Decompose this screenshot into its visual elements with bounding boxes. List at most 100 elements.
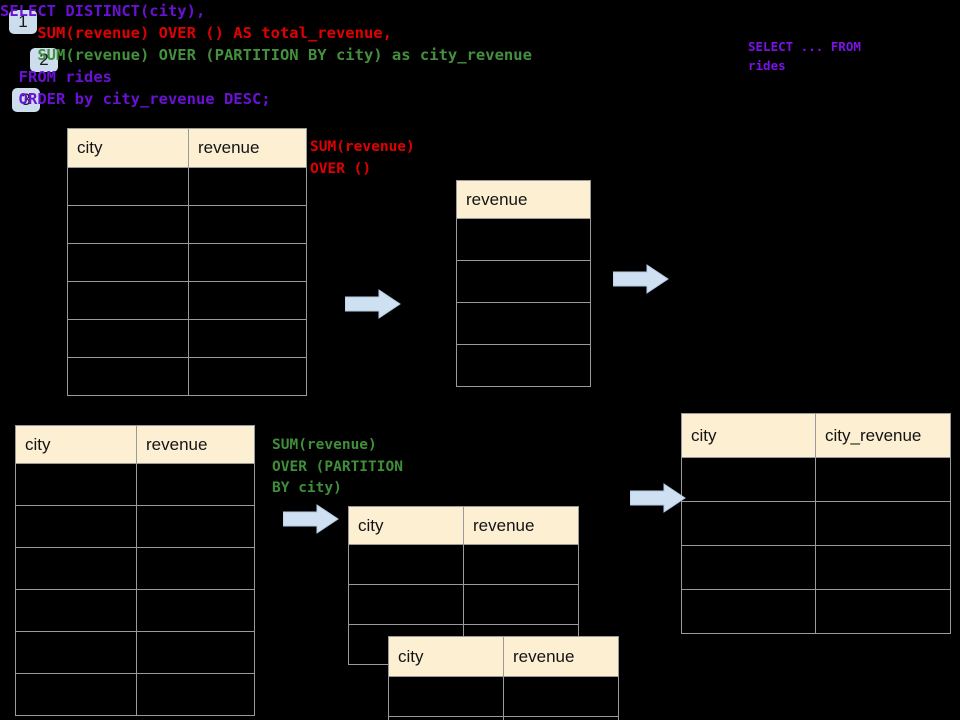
sql-line-3: SUM(revenue) OVER (PARTITION BY city) as… — [0, 46, 532, 64]
cell-city — [67, 167, 189, 206]
column-header-city-revenue: city_revenue — [815, 413, 951, 458]
step-badge-2: 2 — [30, 48, 58, 72]
sql-line-4: FROM rides — [0, 68, 112, 86]
sql-line-5: ORDER by city_revenue DESC; — [0, 90, 271, 108]
cell-revenue — [463, 584, 579, 625]
cell-city — [681, 589, 816, 634]
table-row — [15, 505, 255, 548]
column-header-city: city — [15, 425, 137, 464]
cell-city — [15, 631, 137, 674]
cell-revenue — [188, 281, 307, 320]
sql-note-label: SELECT ... FROM rides — [748, 39, 861, 73]
result-table: city city_revenue — [681, 413, 951, 634]
cell-revenue — [188, 319, 307, 358]
table-row — [681, 501, 951, 546]
total-revenue-table: revenue — [456, 180, 591, 387]
rides-source-table: city revenue — [67, 128, 307, 396]
cell-revenue — [456, 344, 591, 387]
table-row — [15, 589, 255, 632]
cell-city — [681, 501, 816, 546]
cell-city — [67, 357, 189, 396]
table-row — [456, 302, 591, 345]
table-row — [67, 357, 307, 396]
sql-line-1: SELECT DISTINCT(city), — [0, 2, 206, 20]
cell-city-revenue — [815, 589, 951, 634]
cell-city — [681, 457, 816, 502]
cell-revenue — [503, 716, 619, 720]
table-row — [15, 631, 255, 674]
table-row — [348, 584, 579, 625]
table-row — [15, 673, 255, 716]
table-row — [681, 545, 951, 590]
cell-revenue — [188, 205, 307, 244]
cell-city — [388, 676, 504, 717]
sql-statement: SELECT DISTINCT(city), SUM(revenue) OVER… — [0, 0, 960, 110]
cell-city-revenue — [815, 457, 951, 502]
cell-revenue — [136, 631, 255, 674]
table-row — [456, 260, 591, 303]
table-header-row: city city_revenue — [681, 413, 951, 458]
table-row — [15, 547, 255, 590]
cell-revenue — [456, 260, 591, 303]
table-row — [388, 716, 619, 720]
column-header-revenue: revenue — [503, 636, 619, 677]
column-header-revenue: revenue — [188, 128, 307, 168]
cell-revenue — [188, 357, 307, 396]
annotation-city-revenue: SUM(revenue) OVER (PARTITION BY city) — [272, 437, 403, 496]
cell-city — [348, 584, 464, 625]
arrow-total-to-result-icon — [613, 264, 669, 294]
cell-city-revenue — [815, 545, 951, 590]
table-row — [456, 344, 591, 387]
cell-city-revenue — [815, 501, 951, 546]
table-row — [67, 167, 307, 206]
cell-revenue — [456, 302, 591, 345]
table-header-row: city revenue — [67, 128, 307, 168]
column-header-city: city — [67, 128, 189, 168]
cell-revenue — [456, 218, 591, 261]
cell-city — [15, 505, 137, 548]
arrow-partition-to-result-icon — [630, 483, 686, 513]
arrow-source-to-partition-icon — [283, 504, 339, 534]
column-header-city: city — [681, 413, 816, 458]
cell-city — [67, 205, 189, 244]
arrow-source-to-total-icon — [345, 289, 401, 319]
table-row — [15, 463, 255, 506]
cell-city — [348, 544, 464, 585]
table-row — [67, 205, 307, 244]
column-header-revenue: revenue — [136, 425, 255, 464]
cell-revenue — [188, 243, 307, 282]
cell-revenue — [463, 544, 579, 585]
sql-line-2: SUM(revenue) OVER () AS total_revenue, — [0, 24, 392, 42]
cell-revenue — [503, 676, 619, 717]
table-header-row: city revenue — [348, 506, 579, 545]
column-header-revenue: revenue — [456, 180, 591, 219]
column-header-revenue: revenue — [463, 506, 579, 545]
column-header-city: city — [348, 506, 464, 545]
table-row — [67, 281, 307, 320]
cell-city — [681, 545, 816, 590]
table-row — [348, 544, 579, 585]
cell-city — [15, 589, 137, 632]
partition-group-table-front: city revenue — [388, 636, 619, 720]
table-row — [681, 589, 951, 634]
step-badge-1: 1 — [9, 10, 37, 34]
table-header-row: city revenue — [388, 636, 619, 677]
table-row — [67, 319, 307, 358]
cell-revenue — [136, 673, 255, 716]
cell-city — [67, 243, 189, 282]
cell-city — [67, 319, 189, 358]
cell-city — [15, 547, 137, 590]
cell-revenue — [136, 547, 255, 590]
annotation-total-revenue: SUM(revenue) OVER () — [310, 139, 415, 177]
cell-city — [15, 673, 137, 716]
cell-city — [15, 463, 137, 506]
cell-revenue — [136, 463, 255, 506]
table-row — [388, 676, 619, 717]
table-row — [681, 457, 951, 502]
cell-city — [388, 716, 504, 720]
column-header-city: city — [388, 636, 504, 677]
step-badge-3: 3 — [12, 88, 40, 112]
cell-revenue — [188, 167, 307, 206]
table-header-row: revenue — [456, 180, 591, 219]
rides-source-table-partitioned: city revenue — [15, 425, 255, 716]
